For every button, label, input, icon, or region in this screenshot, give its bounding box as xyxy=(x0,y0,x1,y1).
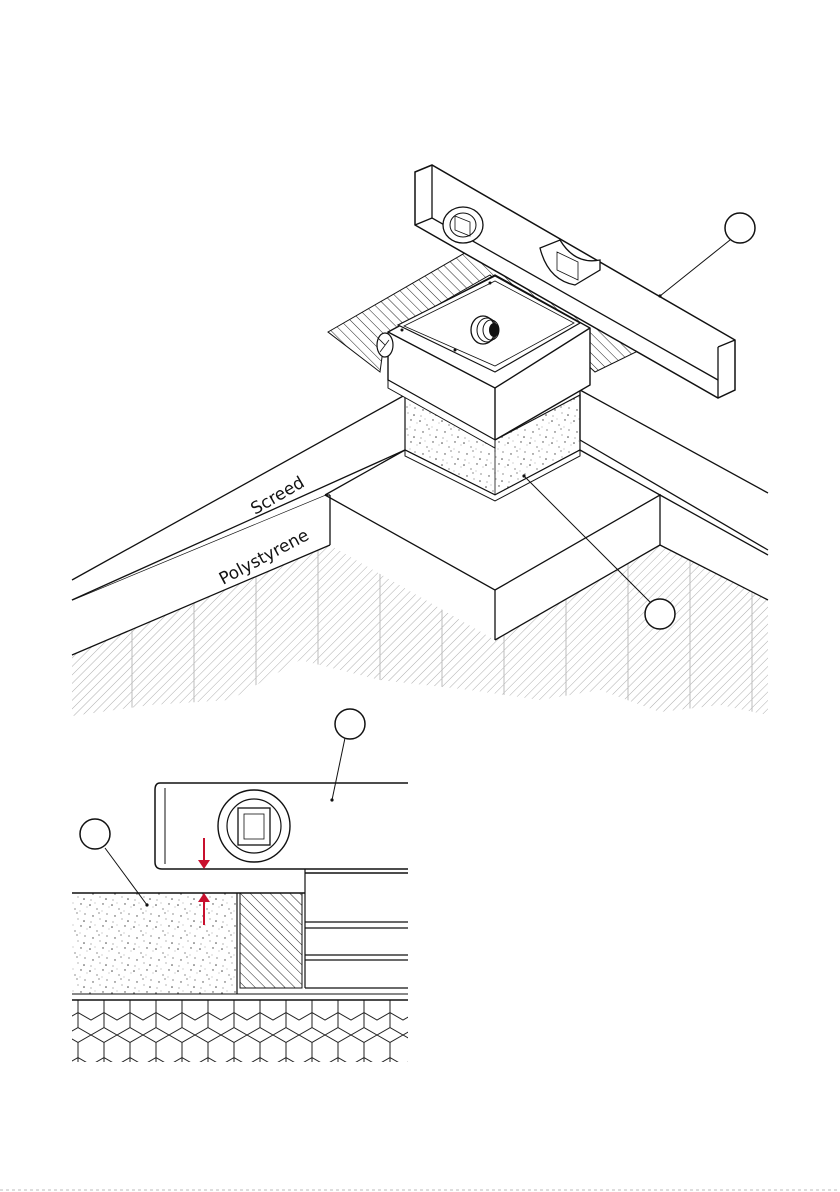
detail-seal xyxy=(240,893,302,988)
hex-insulation xyxy=(72,1000,408,1062)
detail-drain xyxy=(305,868,408,988)
detail-spirit-level xyxy=(155,783,408,869)
detail-section xyxy=(72,709,408,1062)
spirit-level-callout xyxy=(660,213,755,296)
isometric-view: Screed Polystyrene xyxy=(72,165,768,716)
detail-screed xyxy=(72,893,237,994)
